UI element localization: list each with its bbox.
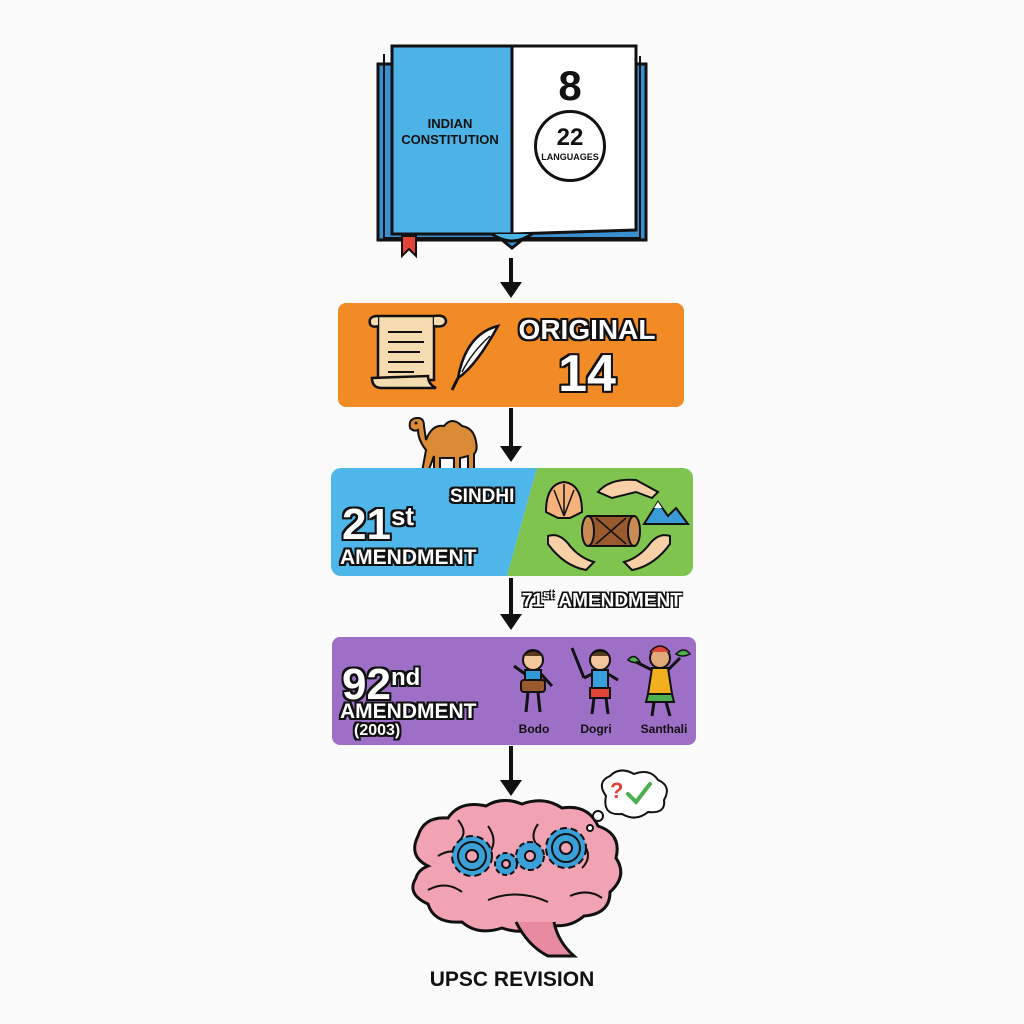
bodo-figure-icon xyxy=(508,646,558,723)
checkmark-icon xyxy=(626,782,652,806)
amendment-21-digits: 21 xyxy=(342,500,391,549)
schedule-number: 8 xyxy=(558,62,582,109)
flow-arrow-1 xyxy=(500,258,522,298)
culture-icons xyxy=(540,472,690,577)
amendment-71-digits: 71 xyxy=(522,590,544,612)
thought-question-mark: ? xyxy=(610,778,624,803)
amendment-21-number: 21st xyxy=(342,494,414,547)
scroll-icon xyxy=(364,310,456,399)
amendment-21-label: AMENDMENT xyxy=(340,546,477,569)
flow-arrow-2 xyxy=(500,408,522,462)
gear-icon-small xyxy=(494,852,518,876)
amendment-71-text: AMENDMENT xyxy=(558,590,682,612)
language-bodo: Bodo xyxy=(518,722,550,736)
dogri-figure-icon xyxy=(568,644,624,723)
upsc-revision-label: UPSC REVISION xyxy=(429,968,595,991)
language-dogri: Dogri xyxy=(580,722,612,736)
language-santhali: Santhali xyxy=(640,722,688,736)
amendment-92-label: AMENDMENT xyxy=(340,700,477,723)
amendment-92-number: 92nd xyxy=(342,656,420,707)
gear-icon-mid xyxy=(515,841,545,871)
languages-count: 22 xyxy=(556,124,584,151)
amendment-71-label: 71st AMENDMENT xyxy=(522,588,682,612)
camel-icon xyxy=(404,410,488,481)
constitution-book xyxy=(374,44,650,259)
amendment-71-suffix: st xyxy=(543,588,554,602)
flow-arrow-3 xyxy=(500,578,522,630)
gear-icon-large-right xyxy=(545,827,587,869)
book-left-title: INDIAN CONSTITUTION xyxy=(401,116,499,147)
amendment-92-suffix: nd xyxy=(390,664,421,691)
amendment-92-box xyxy=(332,637,696,745)
gear-icon-large-left xyxy=(451,835,493,877)
amendment-92-digits: 92 xyxy=(342,660,391,709)
amendment-21-suffix: st xyxy=(390,501,415,531)
languages-label: LANGUAGES xyxy=(541,152,599,162)
gear-icons xyxy=(440,822,600,897)
quill-icon xyxy=(446,322,506,399)
thought-bubble xyxy=(584,766,674,841)
book-icon xyxy=(376,44,648,259)
sindhi-label: SINDHI xyxy=(450,486,515,507)
santhali-figure-icon xyxy=(624,640,692,723)
shell-icon xyxy=(544,480,584,519)
languages-badge xyxy=(534,110,606,182)
flow-arrow-4 xyxy=(500,746,522,796)
amendment-92-year: (2003) xyxy=(354,722,401,739)
drum-icon xyxy=(581,515,641,547)
original-count: 14 xyxy=(558,345,616,403)
mountain-icon xyxy=(642,500,690,525)
original-label: ORIGINAL xyxy=(518,314,656,345)
